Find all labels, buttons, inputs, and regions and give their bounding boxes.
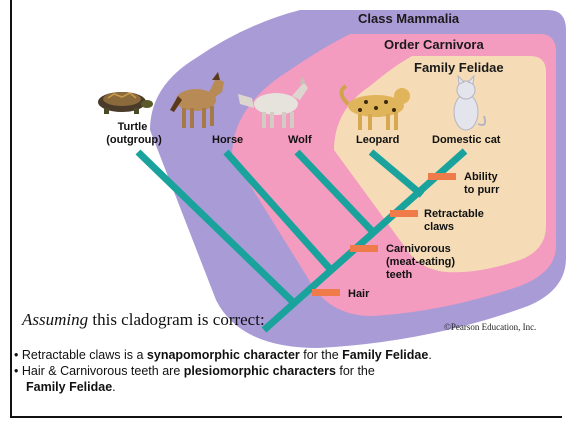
character-bar-carnivorous-teeth — [350, 245, 378, 252]
bullet-list: • Retractable claws is a synapomorphic c… — [14, 347, 562, 395]
bullet-continuation: Family Felidae. — [14, 379, 562, 395]
bottom-rule — [10, 416, 562, 418]
family-label: Family Felidae — [414, 60, 504, 75]
character-label-ability-to-purr: Ability to purr — [464, 171, 501, 196]
caption: Assuming this cladogram is correct: — [22, 310, 265, 330]
character-bar-retractable-claws — [390, 210, 418, 217]
character-bar-hair — [312, 289, 340, 296]
left-rule — [10, 0, 12, 418]
order-label: Order Carnivora — [384, 37, 484, 52]
taxon-label-horse: Horse — [212, 134, 243, 146]
turtle-icon — [98, 92, 153, 114]
class-label: Class Mammalia — [358, 11, 460, 26]
taxon-label-domestic-cat: Domestic cat — [432, 134, 501, 146]
character-bar-ability-to-purr — [428, 173, 456, 180]
caption-text: this cladogram is correct: — [88, 310, 265, 329]
character-label-hair: Hair — [348, 288, 370, 300]
bullet-item: • Retractable claws is a synapomorphic c… — [14, 347, 562, 363]
taxon-label-leopard: Leopard — [356, 134, 399, 146]
copyright-notice: ©Pearson Education, Inc. — [444, 322, 536, 332]
caption-emphasis: Assuming — [22, 310, 88, 329]
taxon-label-wolf: Wolf — [288, 134, 312, 146]
bullet-item: • Hair & Carnivorous teeth are plesiomor… — [14, 363, 562, 379]
